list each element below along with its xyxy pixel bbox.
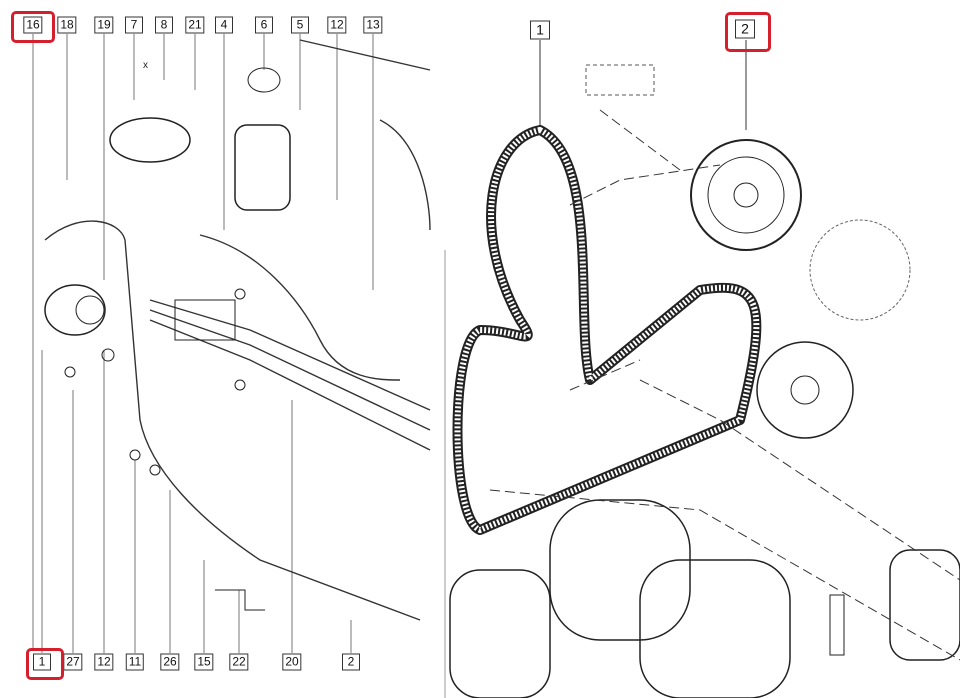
bolt: [234, 288, 246, 300]
callout-top-19[interactable]: 19: [94, 16, 114, 34]
pipe: [149, 319, 431, 451]
idler-hub: [790, 375, 820, 405]
callout-belt-1[interactable]: 1: [530, 20, 550, 40]
callout-bottom-15[interactable]: 15: [194, 653, 214, 671]
bolt: [129, 449, 141, 461]
callout-pulley-2[interactable]: 2: [735, 19, 755, 39]
pipe: [199, 234, 401, 381]
callout-bottom-22[interactable]: 22: [229, 653, 249, 671]
callout-top-8[interactable]: 8: [155, 16, 173, 34]
bolt: [234, 379, 246, 391]
callout-bottom-11[interactable]: 11: [125, 653, 145, 671]
callout-bottom-12[interactable]: 12: [94, 653, 114, 671]
pipe: [44, 220, 421, 621]
ac-compressor: [549, 499, 691, 641]
belt-texture: [454, 126, 760, 534]
bracket: [174, 299, 236, 341]
callout-top-12[interactable]: 12: [327, 16, 347, 34]
pipe: [149, 309, 431, 431]
reservoir-cap: [247, 67, 281, 93]
callout-top-5[interactable]: 5: [291, 16, 309, 34]
idler-pulley: [756, 341, 854, 439]
reservoir: [234, 124, 291, 211]
clamp: [109, 117, 191, 163]
detail-box: [585, 64, 655, 96]
callout-top-6[interactable]: 6: [255, 16, 273, 34]
highlight-2-right: [725, 12, 771, 52]
bolt-long: [829, 594, 845, 656]
steering-pump: [809, 219, 911, 321]
callout-top-18[interactable]: 18: [57, 16, 77, 34]
pipe: [379, 119, 431, 231]
center-line: [489, 489, 960, 661]
pulley-inner: [707, 156, 785, 234]
callout-top-7[interactable]: 7: [125, 16, 143, 34]
callout-bottom-2[interactable]: 2: [342, 653, 360, 671]
bolt: [149, 464, 161, 476]
highlight-1: [26, 648, 64, 680]
pump-body: [44, 284, 106, 336]
callout-top-16[interactable]: 16: [23, 16, 43, 34]
highlight-16: [11, 11, 55, 43]
callout-top-21[interactable]: 21: [185, 16, 205, 34]
callout-top-13[interactable]: 13: [363, 16, 383, 34]
bracket-22: [215, 589, 265, 611]
pump-pulley: [75, 295, 105, 325]
center-line: [569, 164, 721, 206]
bolt: [64, 366, 76, 378]
callout-bottom-20[interactable]: 20: [282, 653, 302, 671]
center-line: [599, 109, 681, 171]
tensioner: [889, 549, 960, 661]
pipe: [299, 39, 431, 71]
engine-part: [449, 569, 551, 698]
callout-top-4[interactable]: 4: [215, 16, 233, 34]
callout-bottom-26[interactable]: 26: [160, 653, 180, 671]
pulley-hub: [733, 182, 759, 208]
pump-pulley-2: [690, 139, 802, 251]
center-line: [569, 359, 641, 391]
pipe: [149, 299, 431, 411]
alternator: [639, 559, 791, 698]
detail-marker: x: [143, 60, 148, 71]
nut: [101, 348, 115, 362]
callout-bottom-27[interactable]: 27: [63, 653, 83, 671]
callout-bottom-1[interactable]: 1: [33, 653, 51, 671]
